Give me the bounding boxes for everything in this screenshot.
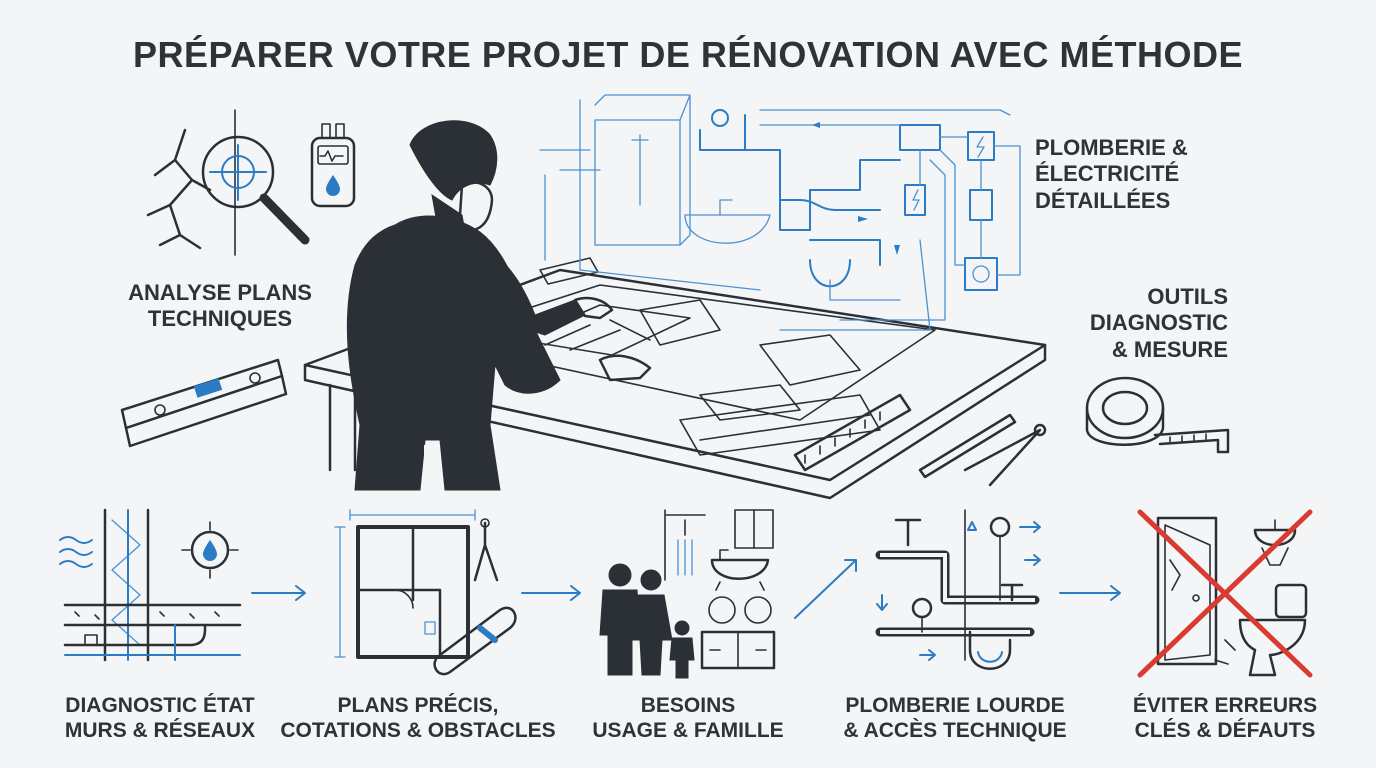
spirit-level-icon [120, 358, 288, 448]
architect-figure [346, 120, 652, 491]
pipes-icon [875, 509, 1041, 670]
step-label-plomberie: PLOMBERIE LOURDE & ACCÈS TECHNIQUE [843, 694, 1067, 743]
label-plomberie-electricite: PLOMBERIE & ÉLECTRICITÉ DÉTAILLÉES [1035, 135, 1188, 213]
step-label-besoins: BESOINS USAGE & FAMILLE [592, 694, 784, 743]
label-analyse-plans: ANALYSE PLANS TECHNIQUES [128, 280, 312, 332]
hologram-plumbing-electric [539, 94, 1021, 331]
step-label-diagnostic: DIAGNOSTIC ÉTAT MURS & RÉSEAUX [64, 694, 256, 743]
moisture-meter-icon [310, 123, 356, 208]
label-outils-diagnostic: OUTILS DIAGNOSTIC & MESURE [1089, 284, 1228, 362]
crossed-bathroom-icon [1137, 509, 1313, 678]
step-label-plans: PLANS PRÉCIS, COTATIONS & OBSTACLES [280, 694, 556, 743]
wall-network-icon [59, 508, 242, 662]
tape-measure-icon [1085, 376, 1230, 454]
page-title: PRÉPARER VOTRE PROJET DE RÉNOVATION AVEC… [132, 34, 1244, 75]
floor-plan-icon [334, 509, 517, 676]
family-icon [599, 509, 776, 679]
step-label-erreurs: ÉVITER ERREURS CLÉS & DÉFAUTS [1132, 694, 1318, 743]
magnifier-icon [146, 109, 310, 256]
flow-arrows [251, 559, 1121, 619]
